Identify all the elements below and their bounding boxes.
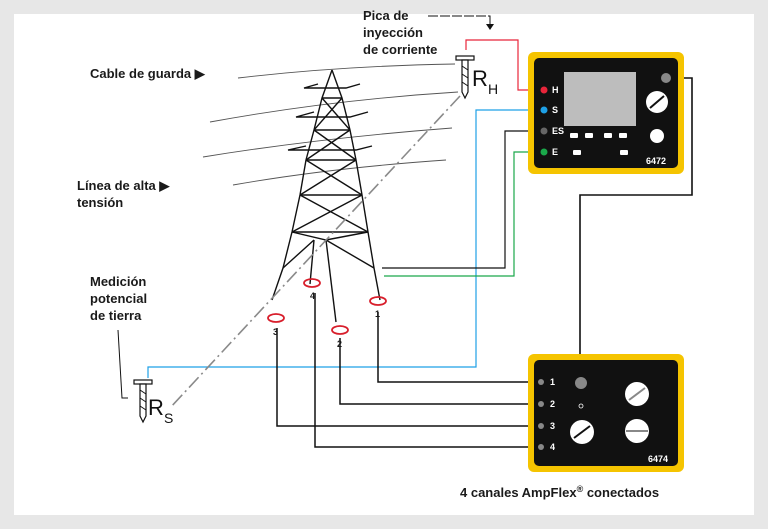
terminal-h [540, 86, 548, 94]
clamp-3 [267, 313, 285, 323]
channel-label-2: 2 [550, 399, 555, 409]
clamp-label-1: 1 [375, 309, 380, 319]
clamp-label-3: 3 [273, 327, 278, 337]
device-6472-button-round[interactable] [650, 129, 664, 143]
terminal-e [540, 148, 548, 156]
channel-wire-3 [276, 328, 540, 427]
device-6474-knob-2[interactable] [570, 420, 594, 444]
terminal-es [540, 127, 548, 135]
clamps [267, 278, 387, 335]
rs-subscript: S [164, 410, 173, 426]
e-wire [384, 151, 540, 277]
injection-label-line1: Pica de [363, 8, 409, 23]
clamp-label-4: 4 [310, 291, 315, 301]
device-6472-connector [661, 73, 671, 83]
ground-label-line3: de tierra [90, 308, 142, 323]
caption-registered: ® [577, 484, 584, 494]
ground-pointer [117, 329, 128, 399]
s-wire [147, 109, 540, 378]
alignment-line [169, 95, 461, 409]
device-6474-knob-1[interactable] [625, 382, 649, 406]
transmission-tower [271, 69, 381, 323]
power-lines [202, 63, 459, 186]
hv-line-label-2: tensión [77, 195, 123, 210]
rs-label: R [148, 395, 164, 420]
rh-subscript: H [488, 81, 498, 97]
device-6472-knob[interactable] [646, 91, 668, 113]
device-6474-led [578, 403, 584, 409]
device-6474: 1 2 3 4 6474 [528, 354, 684, 472]
rh-label: R [472, 66, 488, 91]
terminal-e-label: E [552, 147, 558, 157]
channel-wire-2 [339, 338, 540, 405]
stake-rh [455, 55, 475, 100]
channel-wires [276, 293, 540, 448]
injection-label-line2: inyección [363, 25, 423, 40]
channel-wire-1 [377, 312, 540, 383]
channel-label-4: 4 [550, 442, 555, 452]
terminal-s-label: S [552, 105, 558, 115]
guard-cable-label: Cable de guarda ▶ [90, 66, 206, 81]
channel-wire-4 [314, 293, 540, 448]
channel-input-2 [538, 401, 544, 407]
caption-end: conectados [583, 485, 659, 500]
clamp-label-2: 2 [337, 339, 342, 349]
terminal-s [540, 106, 548, 114]
device-6474-connector [575, 377, 587, 389]
device-6474-knob-3[interactable] [625, 419, 649, 443]
h-wire [465, 39, 540, 91]
clamp-1 [369, 296, 387, 306]
caption: 4 canales AmpFlex® conectados [460, 484, 659, 500]
channel-input-1 [538, 379, 544, 385]
device-6472-model: 6472 [646, 156, 666, 166]
device-6474-model: 6474 [648, 454, 668, 464]
conductor-wire-1 [209, 91, 459, 123]
conductor-wire-2 [202, 127, 453, 158]
ground-label-line2: potencial [90, 291, 147, 306]
guard-cable-wire [237, 63, 456, 79]
device-6472-buttons[interactable] [570, 133, 628, 155]
es-wire [382, 130, 540, 269]
channel-label-3: 3 [550, 421, 555, 431]
injection-pointer [428, 15, 491, 26]
caption-main: 4 canales AmpFlex [460, 485, 577, 500]
terminal-es-label: ES [552, 126, 564, 136]
clamp-4 [303, 278, 321, 288]
channel-input-4 [538, 444, 544, 450]
device-6472-screen [564, 72, 636, 126]
channel-label-1: 1 [550, 377, 555, 387]
stake-rs [133, 379, 153, 424]
channel-input-3 [538, 423, 544, 429]
clamp-2 [331, 325, 349, 335]
device-6472: H S ES E 6472 [528, 52, 684, 174]
terminal-h-label: H [552, 85, 559, 95]
hv-line-label-1: Línea de alta ▶ [77, 178, 170, 193]
conductor-wire-3 [232, 159, 447, 186]
ground-label-line1: Medición [90, 274, 146, 289]
injection-label-line3: de corriente [363, 42, 437, 57]
